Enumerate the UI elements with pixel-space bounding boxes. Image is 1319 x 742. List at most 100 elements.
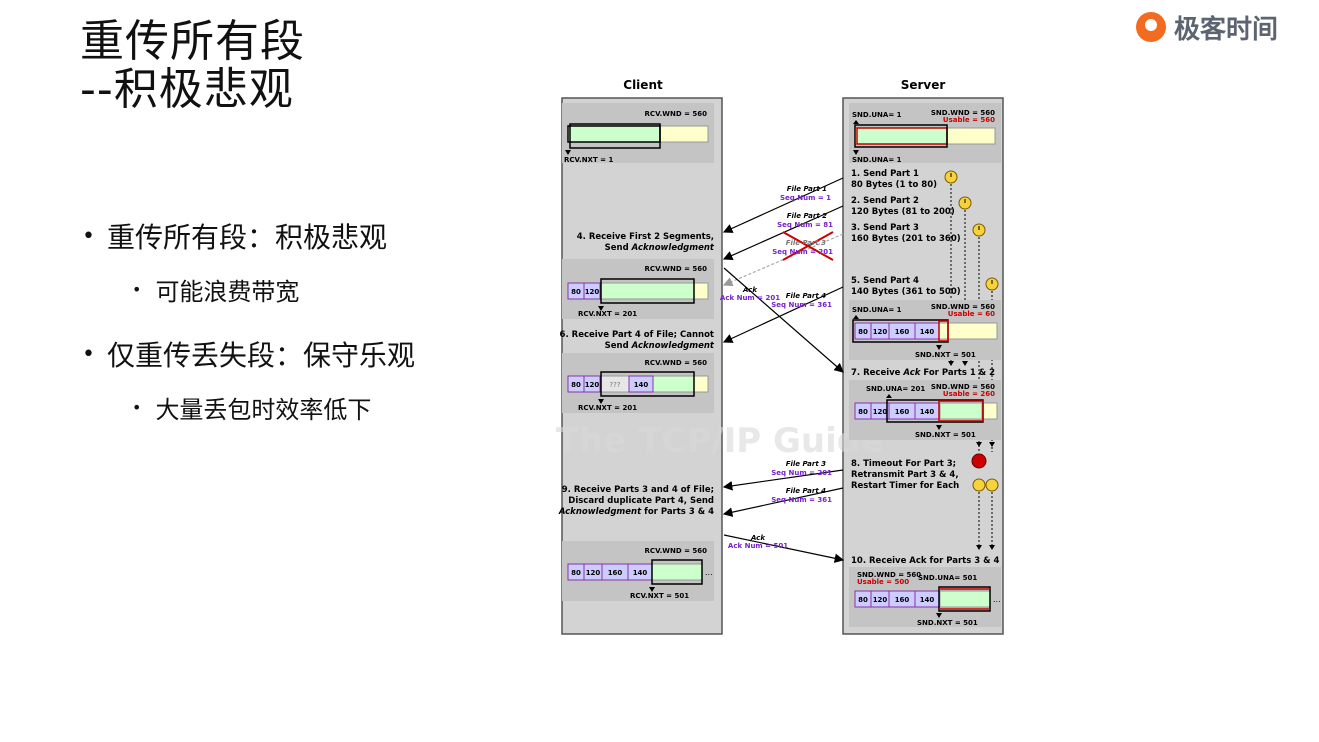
segment-label: 140 [634,381,649,389]
snd-una-label: SND.UNA= 1 [852,306,902,314]
server-step-5a: 5. Send Part 4 [851,276,919,286]
server-window-4: SND.WND = 560 Usable = 500 SND.UNA= 501 … [849,567,1001,627]
logo-text: 极客时间 [1174,14,1279,45]
arrow-file-part-4 [722,286,844,343]
snd-wnd-label: SND.WND = 560 [857,571,921,579]
step4-send: Send [605,243,632,253]
timer-icon [972,223,986,237]
server-step-1a: 1. Send Part 1 [851,169,919,179]
timer-icon [944,170,958,184]
server-window-3: SND.WND = 560 Usable = 260 SND.UNA= 201 … [849,380,1001,440]
usable-label: Usable = 500 [857,578,909,586]
pointer-icon [886,394,892,398]
snd-nxt-label: SND.NXT = 501 [917,619,978,627]
title-line-1: 重传所有段 [80,16,305,67]
step4-ack: Acknowledgment [631,243,715,253]
bullet-item: • 仅重传丢失段：保守乐观 [82,334,415,374]
server-step-2b: 120 Bytes (81 to 200) [851,207,955,217]
msg-label: Ack [750,534,766,542]
watermark: The TCP/IP Guide [556,421,884,461]
arrow-file-part-1 [722,177,844,233]
msg-label: Ack Num = 201 [720,294,780,302]
msg-label: File Part 4 [786,487,826,495]
message-arrows [722,177,845,563]
segment-label: 80 [858,408,868,416]
rcv-nxt-label: RCV.NXT = 201 [578,310,637,318]
usable-label: Usable = 260 [943,390,995,398]
client-step-9-line1: 9. Receive Parts 3 and 4 of File; [562,485,714,495]
unknown-segment: ??? [609,381,620,389]
msg-label: File Part 1 [787,185,827,193]
pointer-icon [936,425,942,430]
pointer-icon [853,120,859,124]
brand-logo: 极客时间 [1136,10,1279,45]
server-step-1b: 80 Bytes (1 to 80) [851,180,937,190]
client-step-4-line2: Send Acknowledgment [605,243,715,253]
snd-wnd-label: SND.WND = 560 [931,383,995,391]
segment-label: 120 [586,569,601,577]
msg-label: Seq Num = 201 [772,248,833,256]
server-step-8b: Retransmit Part 3 & 4, [851,470,959,480]
step7-ack: Ack [902,368,921,378]
client-window-2: RCV.WND = 560 80 120 RCV.NXT = 201 [562,259,714,319]
timer-icon [958,196,972,210]
rcv-nxt-label: RCV.NXT = 1 [564,156,613,164]
logo-icon [1136,12,1166,42]
msg-label: Seq Num = 81 [777,221,833,229]
step6-ack: Acknowledgment [631,341,715,351]
segment-label: 160 [895,408,910,416]
msg-label: File Part 4 [786,292,826,300]
snd-nxt-label: SND.UNA= 1 [852,156,902,164]
server-window-2: SND.WND = 560 Usable = 60 SND.UNA= 1 80 … [849,300,1001,360]
rcv-wnd-label: RCV.WND = 560 [645,110,708,118]
rcv-wnd-label: RCV.WND = 560 [645,359,708,367]
segment-label: 160 [895,328,910,336]
msg-label: Ack Num = 501 [728,542,788,550]
msg-label: Seq Num = 361 [771,496,832,504]
segment-label: 80 [858,596,868,604]
server-step-8a: 8. Timeout For Part 3; [851,459,956,469]
timer-icon [972,478,986,492]
segment-label: 80 [571,569,581,577]
client-step-6-line1: 6. Receive Part 4 of File; Cannot [560,330,714,340]
bullet-item: • 大量丢包时效率低下 [132,390,371,425]
client-step-4-line1: 4. Receive First 2 Segments, [577,232,714,242]
server-step-5b: 140 Bytes (361 to 500) [851,287,961,297]
timeout-icon [971,453,987,469]
segment-label: 120 [585,381,600,389]
arrow-ack-501 [723,534,845,563]
bullet-item: • 可能浪费带宽 [132,272,299,307]
client-window-3: RCV.WND = 560 80 120 ??? 140 RCV.NXT = 2… [562,353,714,413]
segment-label: 120 [585,288,600,296]
bullet-dot-icon: • [132,398,142,417]
lost-packet-icon [782,231,834,261]
segment-label: 120 [873,328,888,336]
bullet-text: 重传所有段：积极悲观 [106,221,387,254]
arrow-retransmit-part-3 [722,469,844,491]
server-step-3b: 160 Bytes (201 to 360) [851,234,961,244]
step9-parts: for Parts 3 & 4 [641,507,714,517]
bullet-text: 大量丢包时效率低下 [155,396,372,424]
msg-label: File Part 3 [786,460,826,468]
segment-label: 160 [608,569,623,577]
server-step-2a: 2. Send Part 2 [851,196,919,206]
server-header: Server [901,78,946,92]
message-labels: File Part 1 Seq Num = 1 File Part 2 Seq … [720,185,833,550]
step9-ack: Acknowledgment [558,507,642,517]
server-window-1: SND.WND = 560 Usable = 560 SND.UNA= 1 SN… [849,103,1001,164]
snd-nxt-label: SND.NXT = 501 [915,431,976,439]
pointer-icon [565,150,571,155]
pointer-icon [649,587,655,592]
snd-wnd-label: SND.WND = 560 [931,303,995,311]
pointer-icon [853,315,859,319]
rcv-nxt-label: RCV.NXT = 201 [578,404,637,412]
server-step-7: 7. Receive Ack For Parts 1 & 2 [851,368,995,378]
segment-label: 80 [571,381,581,389]
slide-title: 重传所有段 --积极悲观 [80,18,305,114]
rcv-wnd-label: RCV.WND = 560 [645,265,708,273]
server-step-3a: 3. Send Part 3 [851,223,919,233]
client-step-6-line2: Send Acknowledgment [605,341,715,351]
pointer-icon [936,613,942,618]
server-column [842,97,1004,635]
